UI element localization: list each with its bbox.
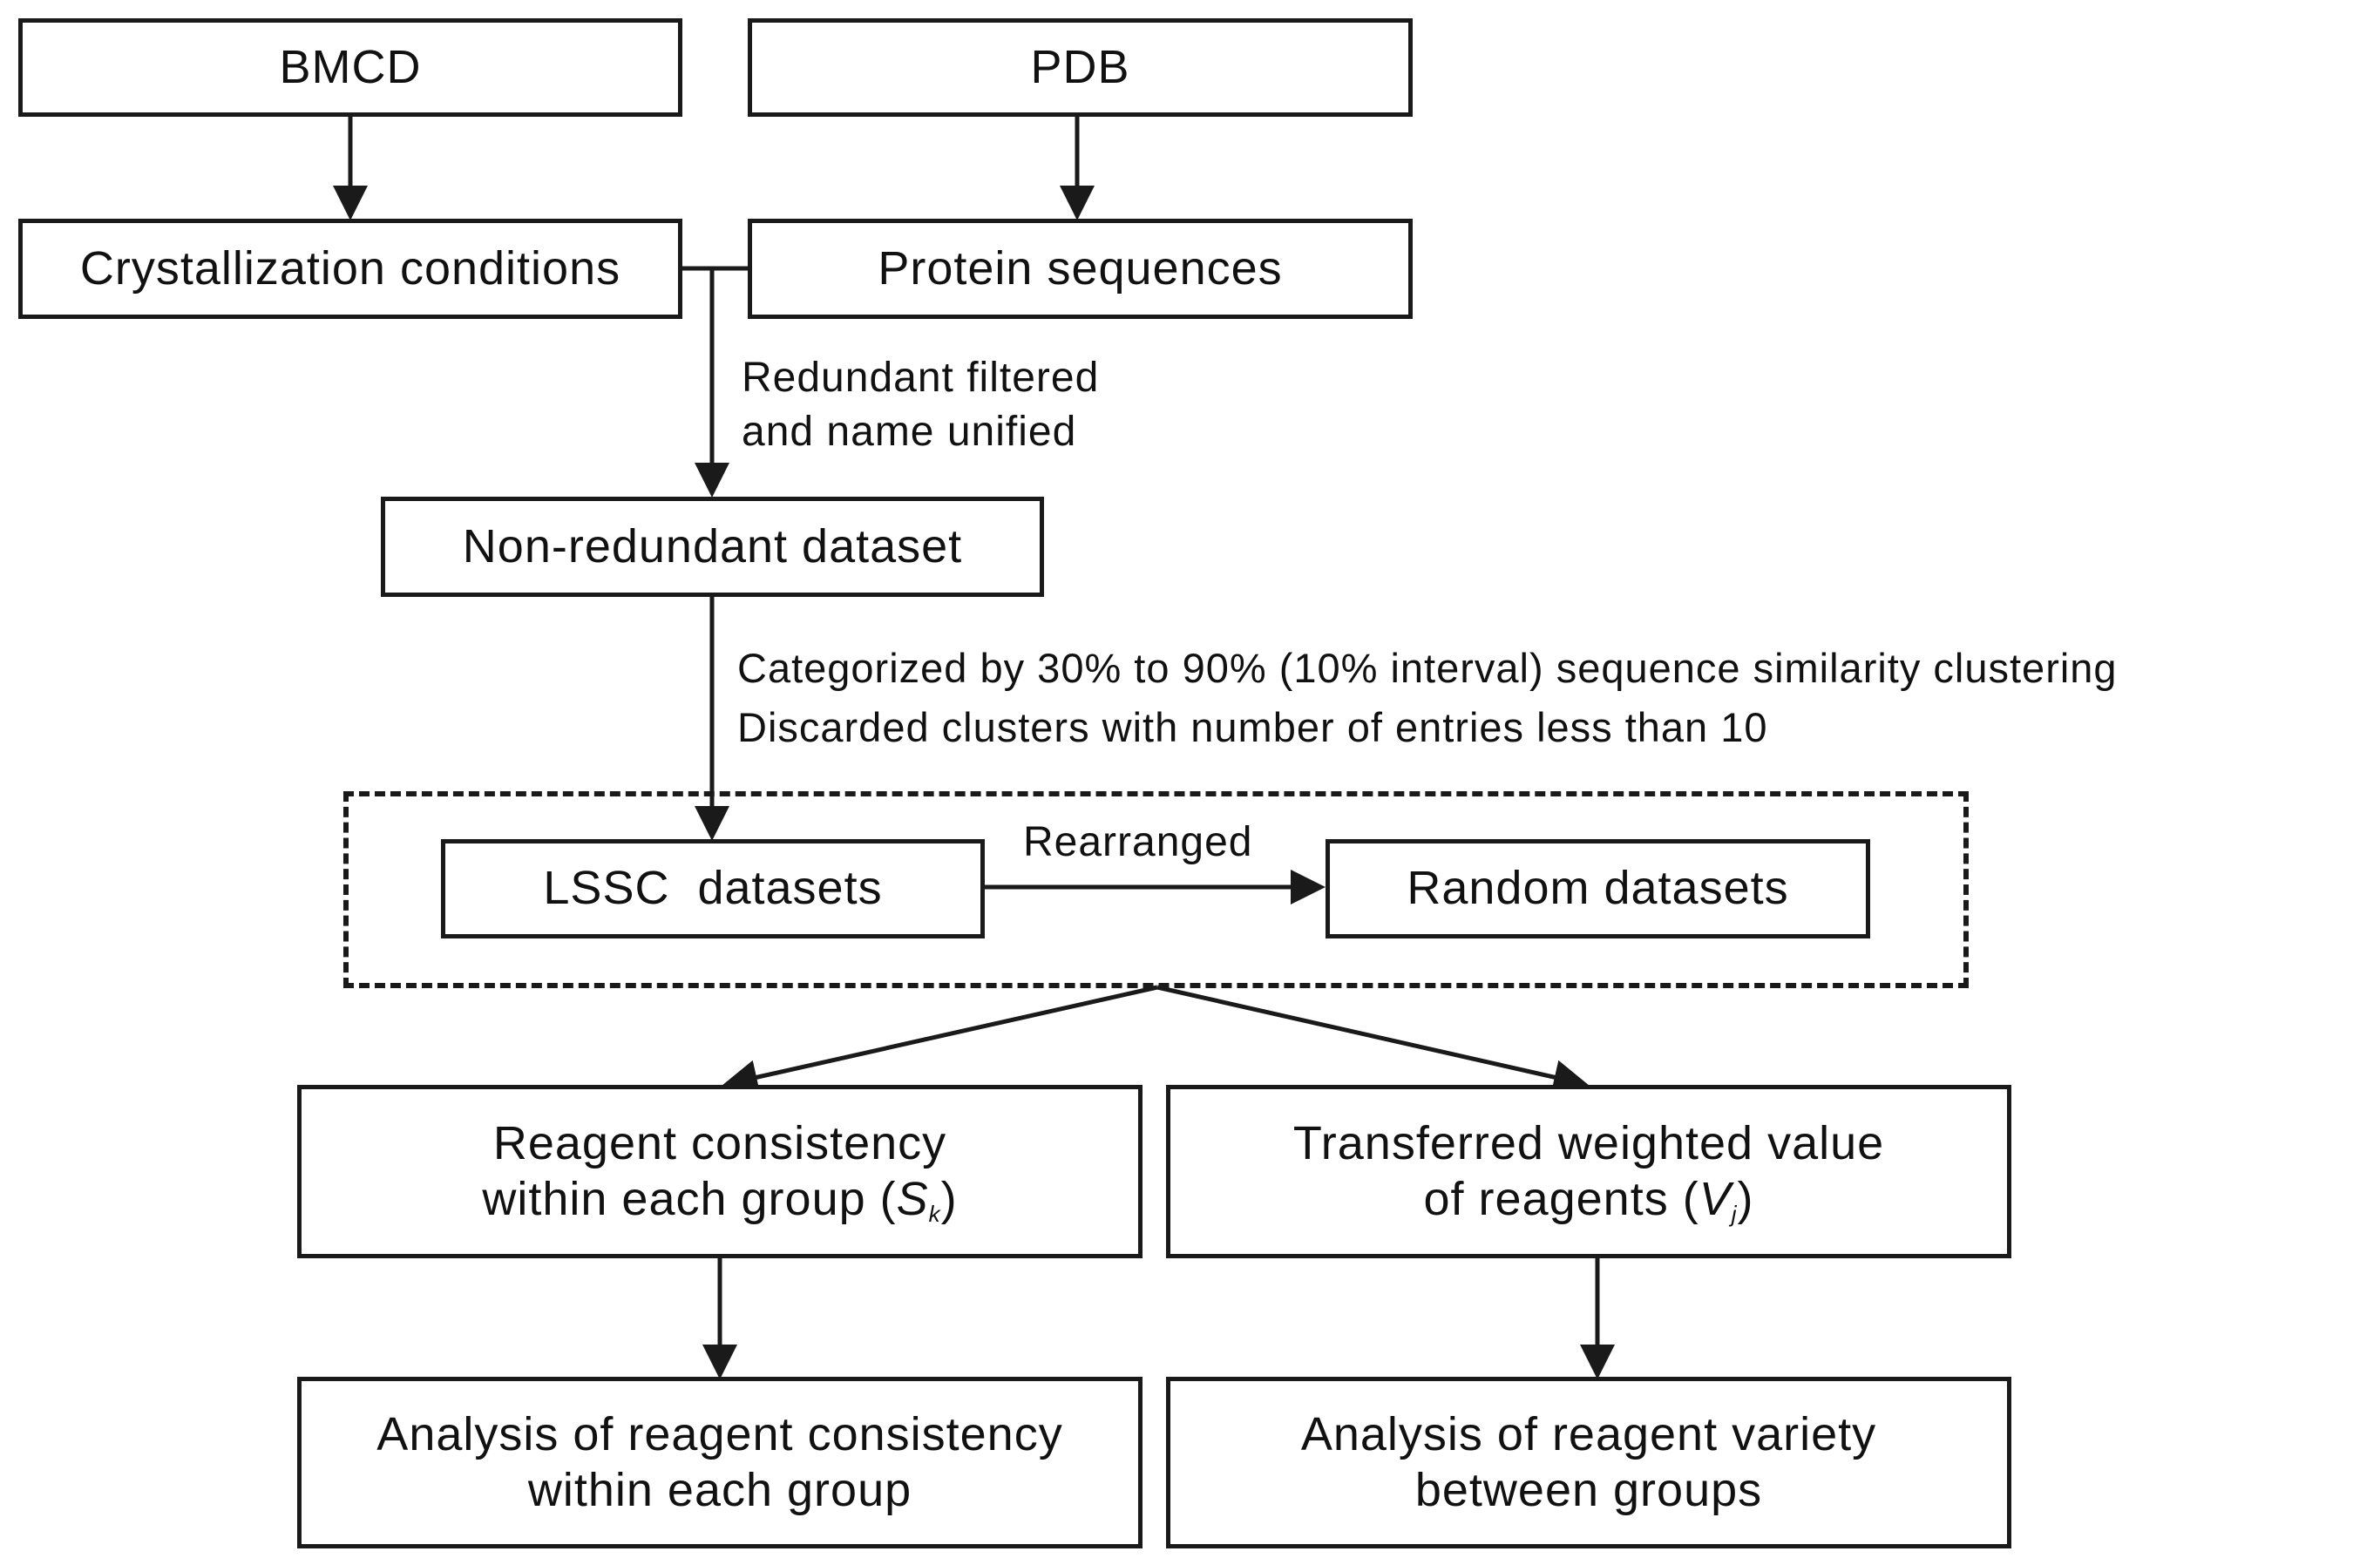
arrow-split-to-transferred-weight xyxy=(1156,985,1589,1094)
node-analysis-consistency-line2: within each group xyxy=(527,1463,912,1516)
node-transferred-weighted-line2: of reagents (Vj) xyxy=(1424,1172,1754,1228)
node-transferred-weighted-line1: Transferred weighted value xyxy=(1292,1116,1885,1169)
node-crystallization-label: Crystallization conditions xyxy=(79,241,621,295)
subscript-k: k xyxy=(928,1200,941,1227)
node-transferred-weighted-prefix: of reagents ( xyxy=(1423,1172,1699,1225)
edge-label-redundant-line2: and name unified xyxy=(742,409,1077,455)
node-pdb-label: PDB xyxy=(1030,40,1130,93)
node-reagent-consistency-prefix: within each group ( xyxy=(482,1172,897,1225)
node-reagent-consistency-suffix: ) xyxy=(940,1172,958,1225)
node-non-redundant-dataset: Non-redundant dataset xyxy=(381,497,1044,597)
edge-label-rearranged: Rearranged xyxy=(1023,819,1253,865)
arrow-split-to-reagent-consistency xyxy=(722,985,1158,1094)
node-analysis-consistency-line1: Analysis of reagent consistency xyxy=(376,1407,1063,1460)
node-analysis-variety-line1: Analysis of reagent variety xyxy=(1300,1407,1877,1460)
node-reagent-consistency-line1: Reagent consistency xyxy=(492,1116,947,1169)
node-lssc-label: LSSC datasets xyxy=(543,862,883,915)
node-bmcd-label: BMCD xyxy=(279,40,422,93)
node-lssc-datasets: LSSC datasets xyxy=(441,839,985,938)
edge-label-clustering: Categorized by 30% to 90% (10% interval)… xyxy=(737,639,2118,757)
symbol-v: V xyxy=(1699,1172,1732,1225)
node-protein-sequences: Protein sequences xyxy=(748,219,1413,319)
node-random-datasets: Random datasets xyxy=(1326,839,1870,938)
subscript-j: j xyxy=(1731,1200,1738,1227)
node-analysis-reagent-variety: Analysis of reagent variety between grou… xyxy=(1166,1377,2011,1548)
lssc-random-group-frame xyxy=(343,791,1969,988)
node-pdb: PDB xyxy=(748,18,1413,117)
edge-label-redundant-filtered: Redundant filtered and name unified xyxy=(742,351,1099,459)
node-analysis-reagent-consistency: Analysis of reagent consistency within e… xyxy=(297,1377,1143,1548)
node-random-label: Random datasets xyxy=(1407,862,1789,915)
node-protein-sequences-label: Protein sequences xyxy=(878,241,1283,295)
node-bmcd: BMCD xyxy=(18,18,682,117)
edge-label-discarded: Discarded clusters with number of entrie… xyxy=(737,704,1768,750)
symbol-s: S xyxy=(896,1172,929,1225)
node-reagent-consistency-line2: within each group (Sk) xyxy=(482,1172,957,1228)
edge-label-redundant-line1: Redundant filtered xyxy=(742,355,1100,401)
node-transferred-weighted-value: Transferred weighted value of reagents (… xyxy=(1166,1085,2011,1258)
node-analysis-variety-line2: between groups xyxy=(1414,1463,1763,1516)
node-non-redundant-label: Non-redundant dataset xyxy=(462,519,963,572)
node-crystallization-conditions: Crystallization conditions xyxy=(18,219,682,319)
edge-label-categorized: Categorized by 30% to 90% (10% interval)… xyxy=(737,645,2118,691)
node-reagent-consistency: Reagent consistency within each group (S… xyxy=(297,1085,1143,1258)
node-transferred-weighted-suffix: ) xyxy=(1737,1172,1754,1225)
